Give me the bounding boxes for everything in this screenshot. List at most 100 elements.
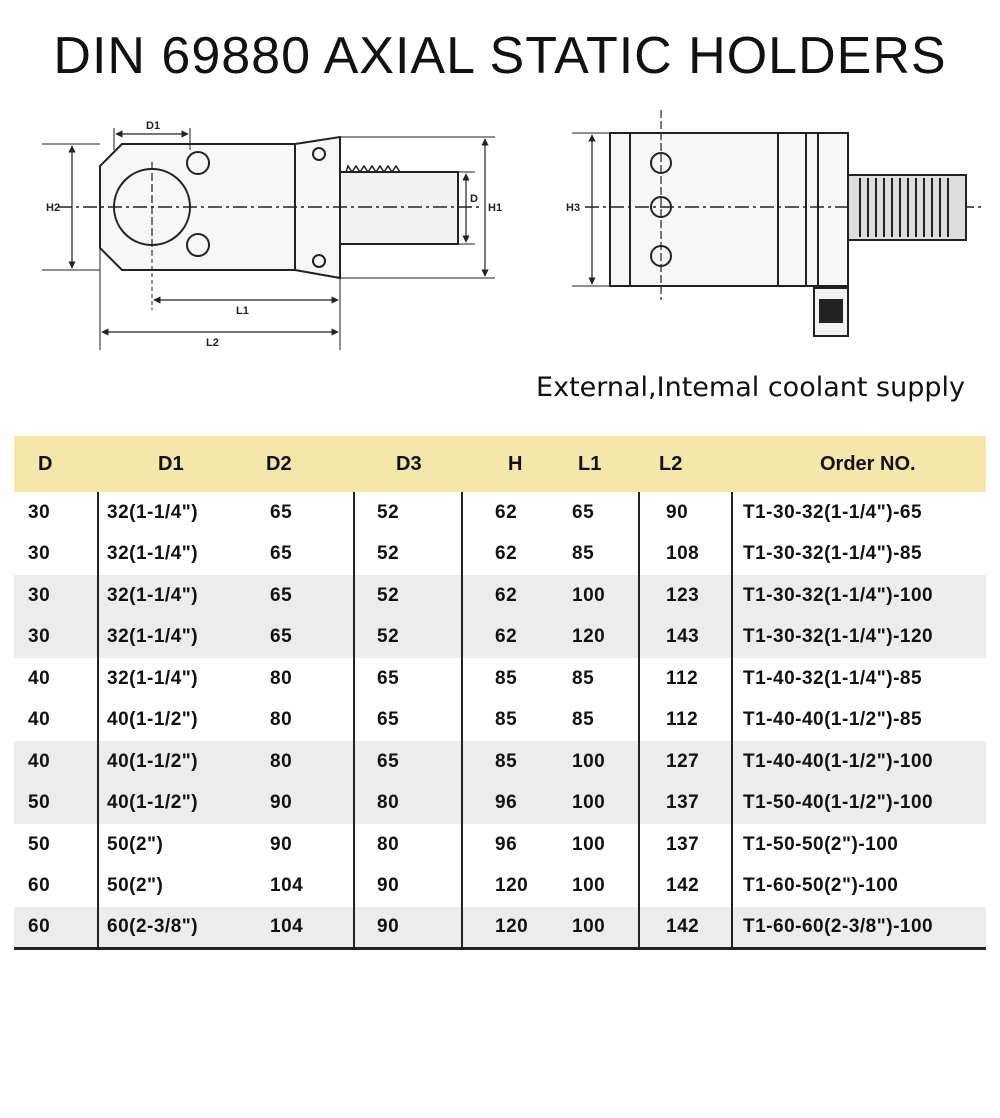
side-view-drawing [42,128,495,350]
table-cell: 123 [638,575,732,617]
table-cell: 85 [461,741,556,783]
label-d1: D1 [146,120,160,132]
table-cell: 137 [638,824,732,866]
table-cell: 85 [572,709,595,731]
table-cell: T1-30-32(1-1/4")-120 [731,616,986,658]
table-cell: 85 [572,543,595,565]
table-cell: 52 [353,533,462,575]
technical-drawings: D1 H2 D H1 L1 L2 H3 [0,95,1000,365]
table-cell: T1-30-32(1-1/4")-100 [731,575,986,617]
table-cell: 52 [353,575,462,617]
table-cell: 85 [461,658,556,700]
table-cell: 112 [638,658,732,700]
label-d: D [470,193,478,205]
table-cell: T1-40-40(1-1/2")-85 [731,699,986,741]
table-cell: 60 [28,875,51,897]
col-header: L1 [578,452,602,475]
table-cell: 65 [270,543,293,565]
table-cell: 90 [270,792,293,814]
label-l2: L2 [206,337,219,349]
table-cell: 40 [28,709,51,731]
table-cell: 32(1-1/4") [97,575,256,617]
table-cell: 104 [270,875,304,897]
table-cell: 60 [14,907,98,950]
table-cell: 100 [572,875,606,897]
table-cell: 112 [638,699,732,741]
table-cell: 52 [353,492,462,534]
table-cell: 142 [638,865,732,907]
table-cell: 100 [572,833,606,855]
table-cell: 96 [461,824,556,866]
table-cell: 30 [28,501,51,523]
table-cell: 90 [353,907,462,950]
label-l1: L1 [236,305,249,317]
table-cell: T1-60-50(2")-100 [731,865,986,907]
table-cell: 80 [270,750,293,772]
col-header: D2 [266,452,292,475]
table-cell: 65 [353,741,462,783]
table-cell: 100 [572,792,606,814]
table-cell: 50 [28,792,51,814]
table-cell: 60(2-3/8") [97,907,256,950]
table-cell: 80 [270,667,293,689]
table-cell: 65 [270,584,293,606]
col-header: D1 [158,452,184,475]
table-cell: 85 [461,699,556,741]
table-cell: 120 [572,626,606,648]
front-view-drawing [572,110,985,337]
table-cell: T1-40-32(1-1/4")-85 [731,658,986,700]
col-header: D3 [396,452,422,475]
table-cell: 62 [461,533,556,575]
label-h1: H1 [488,202,502,214]
table-cell: 65 [353,699,462,741]
table-cell: 100 [556,907,639,950]
table-cell: 40 [28,750,51,772]
label-h2: H2 [46,202,60,214]
table-cell: 143 [638,616,732,658]
table-cell: T1-60-60(2-3/8")-100 [731,907,986,950]
table-cell: 100 [572,584,606,606]
page-title: DIN 69880 AXIAL STATIC HOLDERS [53,27,947,85]
coolant-subtitle: External,Intemal coolant supply [536,372,965,403]
label-h3: H3 [566,202,580,214]
table-cell: 120 [461,865,556,907]
table-cell: 62 [461,575,556,617]
table-cell: 108 [638,533,732,575]
table-cell: T1-50-50(2")-100 [731,824,986,866]
holder-drawings-svg: D1 H2 D H1 L1 L2 H3 [42,110,985,350]
table-cell: T1-50-40(1-1/2")-100 [731,782,986,824]
table-cell: T1-40-40(1-1/2")-100 [731,741,986,783]
table-cell: 50(2") [97,865,256,907]
table-cell: 96 [461,782,556,824]
table-cell: 65 [270,501,293,523]
table-cell: 32(1-1/4") [97,616,256,658]
table-cell: 30 [28,543,51,565]
table-cell: 80 [353,782,462,824]
table-cell: 137 [638,782,732,824]
table-cell: 90 [353,865,462,907]
table-cell: 50 [28,833,51,855]
table-cell: T1-30-32(1-1/4")-85 [731,533,986,575]
table-cell: 104 [256,907,354,950]
table-cell: 80 [270,709,293,731]
table-cell: 30 [28,626,51,648]
table-cell: 52 [353,616,462,658]
table-cell: 32(1-1/4") [97,658,256,700]
table-cell: 50(2") [97,824,256,866]
table-cell: 40(1-1/2") [97,699,256,741]
col-header: D [38,452,53,475]
table-cell: 65 [572,501,595,523]
table-cell: 40 [28,667,51,689]
table-cell: 90 [638,492,732,534]
table-cell: 65 [353,658,462,700]
